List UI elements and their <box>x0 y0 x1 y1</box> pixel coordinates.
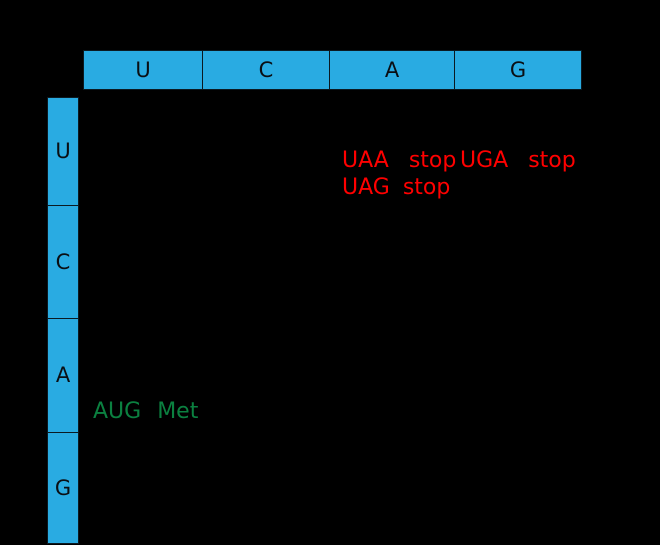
column-header-label: C <box>258 57 274 82</box>
row-header-cell-a[interactable]: A <box>47 318 79 433</box>
amino-acid-label: stop <box>402 175 451 200</box>
codon-label: UAA <box>342 148 389 173</box>
row-header-label: A <box>55 363 71 387</box>
codon-label: UGA <box>460 148 509 173</box>
column-header-row: U C A G <box>83 50 584 90</box>
column-header-cell-g[interactable]: G <box>454 50 582 90</box>
column-header-cell-a[interactable]: A <box>329 50 455 90</box>
row-header-cell-c[interactable]: C <box>47 205 79 319</box>
amino-acid-label: stop <box>408 148 457 173</box>
codon-label: AUG <box>93 399 142 424</box>
column-header-label: G <box>509 57 527 82</box>
amino-acid-label: stop <box>528 148 576 173</box>
row-header-label: C <box>55 249 71 274</box>
codon-entry-uga: UGA stop <box>460 150 576 172</box>
column-header-label: U <box>135 57 151 82</box>
row-header-cell-u[interactable]: U <box>47 97 79 206</box>
row-header-column: U C A G <box>47 97 79 545</box>
codon-entry-uaa: UAA stop <box>342 150 456 172</box>
amino-acid-label: Met <box>157 399 199 424</box>
codon-label: UAG <box>342 175 390 200</box>
row-header-cell-g[interactable]: G <box>47 432 79 544</box>
column-header-cell-u[interactable]: U <box>83 50 203 90</box>
row-header-label: U <box>55 139 71 163</box>
column-header-label: A <box>384 57 400 82</box>
codon-entry-aug: AUG Met <box>93 401 198 423</box>
codon-entry-uag: UAG stop <box>342 177 450 199</box>
row-header-label: G <box>54 475 72 500</box>
column-header-cell-c[interactable]: C <box>202 50 330 90</box>
